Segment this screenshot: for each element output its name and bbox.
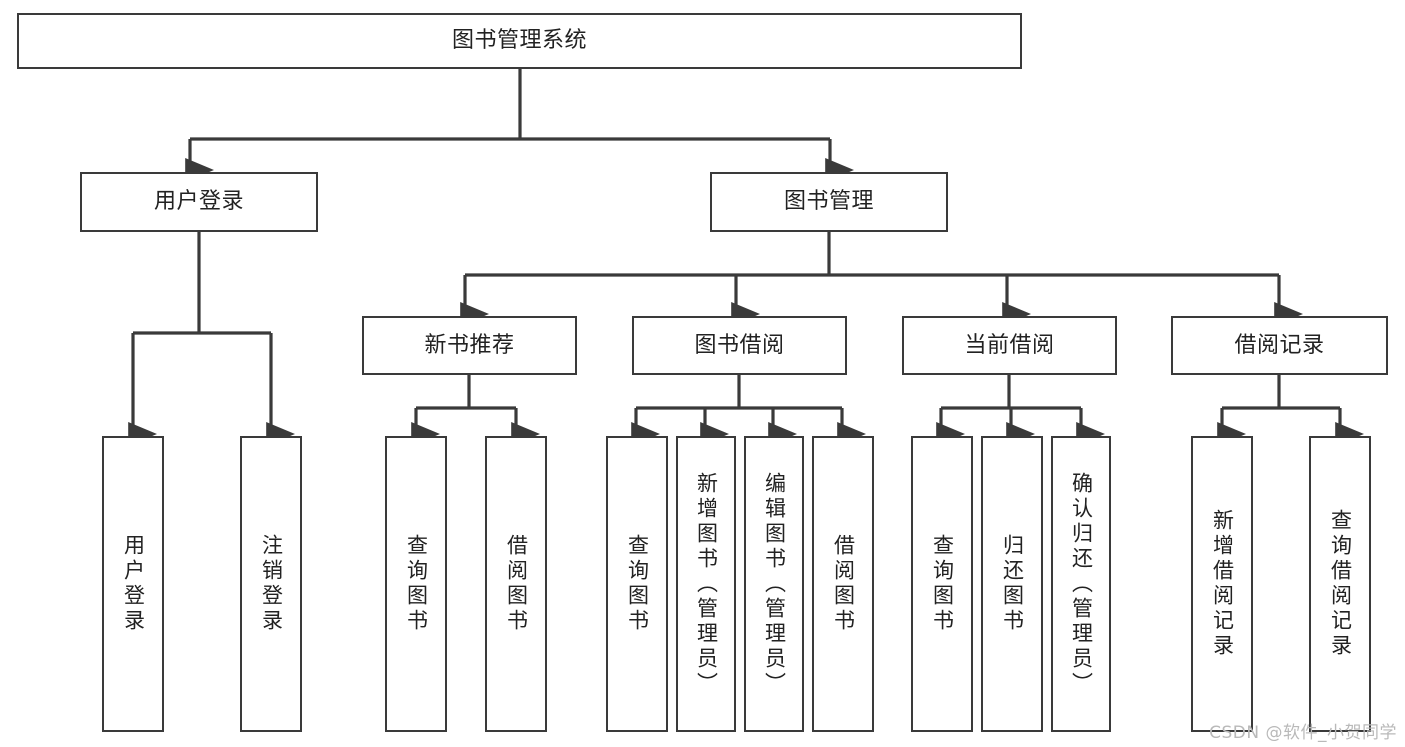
node-label: 新书推荐 [424, 332, 515, 358]
node-book-management[interactable]: 图书管理 [710, 172, 948, 232]
leaf-user-login[interactable]: 用户登录 [102, 436, 164, 732]
leaf-current-confirm-return[interactable]: 确认归还（管理员） [1051, 436, 1111, 732]
node-label: 查询图书 [625, 534, 650, 634]
node-label: 查询借阅记录 [1328, 509, 1353, 659]
leaf-logout[interactable]: 注销登录 [240, 436, 302, 732]
node-label: 用户登录 [121, 534, 146, 634]
node-root-system[interactable]: 图书管理系统 [17, 13, 1022, 69]
node-label: 图书管理 [783, 189, 874, 215]
node-user-login[interactable]: 用户登录 [80, 172, 318, 232]
node-label: 归还图书 [1000, 534, 1025, 634]
node-label: 查询图书 [930, 534, 955, 634]
leaf-borrow-book[interactable]: 借阅图书 [812, 436, 874, 732]
node-label: 注销登录 [259, 534, 284, 634]
leaf-current-return-book[interactable]: 归还图书 [981, 436, 1043, 732]
leaf-borrow-add-book[interactable]: 新增图书（管理员） [676, 436, 736, 732]
leaf-current-query-book[interactable]: 查询图书 [911, 436, 973, 732]
node-label: 图书借阅 [694, 332, 785, 358]
node-label: 借阅图书 [504, 534, 529, 634]
watermark-credit: CSDN @软件_小贺同学 [1209, 723, 1397, 743]
leaf-record-add[interactable]: 新增借阅记录 [1191, 436, 1253, 732]
leaf-borrow-query-book[interactable]: 查询图书 [606, 436, 668, 732]
node-label: 确认归还（管理员） [1069, 471, 1094, 697]
node-label: 查询图书 [404, 534, 429, 634]
node-label: 用户登录 [153, 189, 244, 215]
node-current-borrow[interactable]: 当前借阅 [902, 316, 1117, 375]
node-label: 当前借阅 [964, 332, 1055, 358]
node-new-book-recommend[interactable]: 新书推荐 [362, 316, 577, 375]
leaf-borrow-edit-book[interactable]: 编辑图书（管理员） [744, 436, 804, 732]
node-borrow-record[interactable]: 借阅记录 [1171, 316, 1388, 375]
leaf-new-book-borrow[interactable]: 借阅图书 [485, 436, 547, 732]
leaf-record-query[interactable]: 查询借阅记录 [1309, 436, 1371, 732]
node-book-borrow[interactable]: 图书借阅 [632, 316, 847, 375]
node-label: 图书管理系统 [451, 28, 587, 54]
node-label: 新增借阅记录 [1210, 509, 1235, 659]
node-label: 新增图书（管理员） [694, 471, 719, 697]
node-label: 借阅图书 [831, 534, 856, 634]
leaf-new-book-query[interactable]: 查询图书 [385, 436, 447, 732]
node-label: 借阅记录 [1234, 332, 1325, 358]
node-label: 编辑图书（管理员） [762, 471, 787, 697]
